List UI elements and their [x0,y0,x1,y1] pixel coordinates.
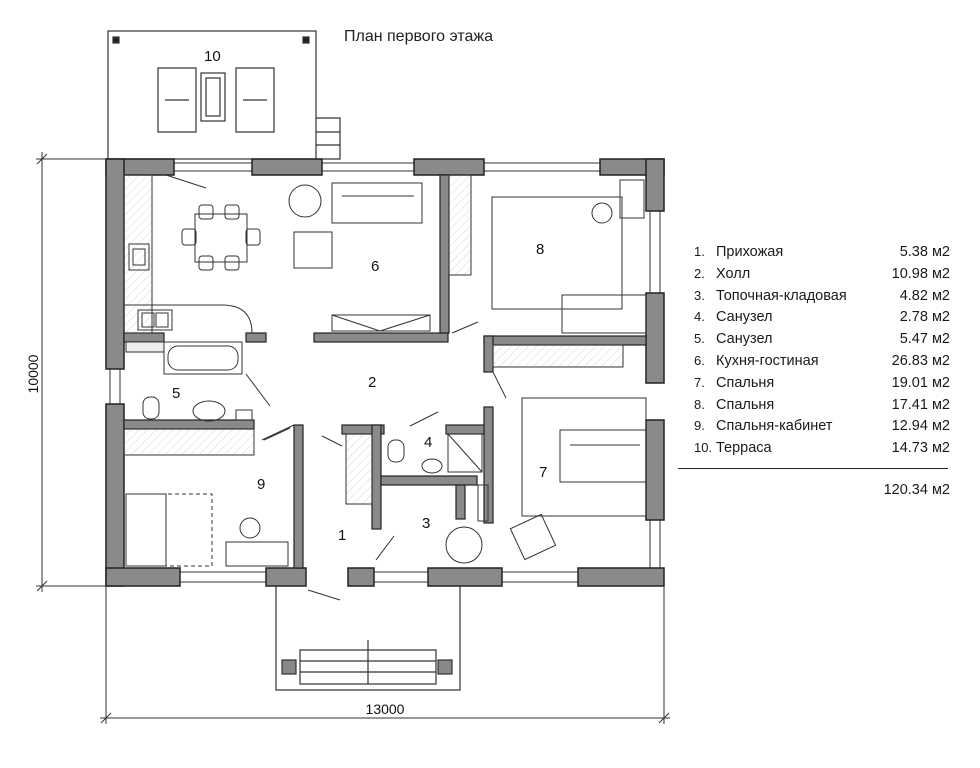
bed-icon [561,294,647,334]
legend-row-name: Терраса [716,440,772,457]
dimension-width: 13000 [366,701,405,717]
legend-row: 1. Прихожая 5.38 м2 [694,244,950,266]
stove-icon [128,243,150,271]
armchair-icon [293,231,333,269]
bed-icon [125,493,167,567]
inner-walls [123,174,647,569]
legend-row-name: Топочная-кладовая [716,287,847,304]
room-label-7: 7 [539,464,547,481]
legend-row-name: Санузел [716,331,773,348]
legend-row: 6. Кухня-гостиная 26.83 м2 [694,353,950,375]
legend-row: 4. Санузел 2.78 м2 [694,309,950,331]
legend-row: 3. Топочная-кладовая 4.82 м2 [694,288,950,310]
bedroom-8 [448,174,647,334]
table-icon [200,72,226,122]
legend-row-name: Спальня-кабинет [716,418,833,435]
legend-row-number: 3. [694,287,705,303]
kitchen-area [123,174,431,334]
legend-row-area: 5.38 м2 [899,244,950,260]
legend-row-number: 1. [694,244,705,259]
legend-row: 5. Санузел 5.47 м2 [694,331,950,353]
legend-row: 10.Терраса 14.73 м2 [694,440,950,462]
bedroom-7 [492,344,647,561]
room-label-6: 6 [371,258,379,275]
room-label-4: 4 [424,434,432,451]
chair-icon [591,202,613,224]
legend-total: 120.34 м2 [883,481,950,498]
washbasin-icon [421,458,443,474]
bathroom-4 [263,411,489,601]
legend-divider [678,467,948,469]
legend-row-number: 10. [694,440,713,456]
plan-title: План первого этажа [344,28,493,45]
legend-row-area: 4.82 м2 [899,287,950,304]
sofa-icon [331,182,423,224]
legend-row-name: Спальня [716,374,775,391]
bathroom-5 [125,341,271,422]
legend-row-number: 5. [694,331,705,347]
round-table-icon [288,184,322,218]
armchair-icon [509,513,557,561]
boiler-icon [445,526,483,564]
legend-row-name: Санузел [716,309,773,326]
legend-row-name: Кухня-гостиная [716,352,819,369]
desk-icon [619,179,645,219]
room-label-1: 1 [338,527,346,544]
toilet-icon [142,396,160,420]
sofa-icon [157,67,197,133]
legend-row-number: 4. [694,309,705,325]
legend-row-area: 19.01 м2 [891,374,950,391]
legend-row: 2. Холл 10.98 м2 [694,266,950,288]
desk-icon [225,541,289,567]
room-label-10: 10 [204,48,221,65]
legend-row: 8. Спальня 17.41 м2 [694,397,950,419]
legend-row-area: 26.83 м2 [891,352,950,369]
washbasin-icon [192,400,226,422]
room-label-3: 3 [422,515,430,532]
toilet-icon [387,439,405,463]
terrace-top [107,30,341,160]
legend-row-area: 17.41 м2 [891,396,950,413]
room-label-2: 2 [368,374,376,391]
room-label-9: 9 [257,476,265,493]
sink-icon [137,309,173,331]
legend-row-area: 5.47 м2 [899,331,950,348]
legend-row-area: 12.94 м2 [891,418,950,435]
legend-row-number: 8. [694,396,705,412]
dimension-height: 10000 [25,354,41,393]
sofa-icon [235,67,275,133]
entrance-porch [275,586,461,691]
legend-row-name: Спальня [716,396,775,413]
legend-row-number: 7. [694,374,705,390]
windows [109,162,661,583]
bedroom-9 [123,424,295,567]
chair-icon [239,517,261,539]
dimension-lines [36,152,670,724]
legend-row-name: Прихожая [716,244,784,260]
legend-row: 7. Спальня 19.01 м2 [694,375,950,397]
bed-icon [559,429,647,483]
legend-row-name: Холл [716,265,751,282]
legend-row-area: 10.98 м2 [891,265,950,282]
room-label-5: 5 [172,385,180,402]
room-legend: 1. Прихожая 5.38 м2 2. Холл 10.98 м2 3. Топочна… [678,244,950,498]
legend-row-number: 2. [694,265,705,281]
shower-icon [447,433,483,473]
legend-row-area: 2.78 м2 [899,309,950,326]
outer-walls [105,158,665,587]
legend-row-number: 6. [694,352,705,368]
legend-row-area: 14.73 м2 [891,440,950,457]
dining-table-icon [194,213,248,263]
bathtub-icon [163,341,243,375]
room-label-8: 8 [536,241,544,258]
legend-row-number: 9. [694,418,705,434]
legend-row: 9. Спальня-кабинет 12.94 м2 [694,418,950,440]
